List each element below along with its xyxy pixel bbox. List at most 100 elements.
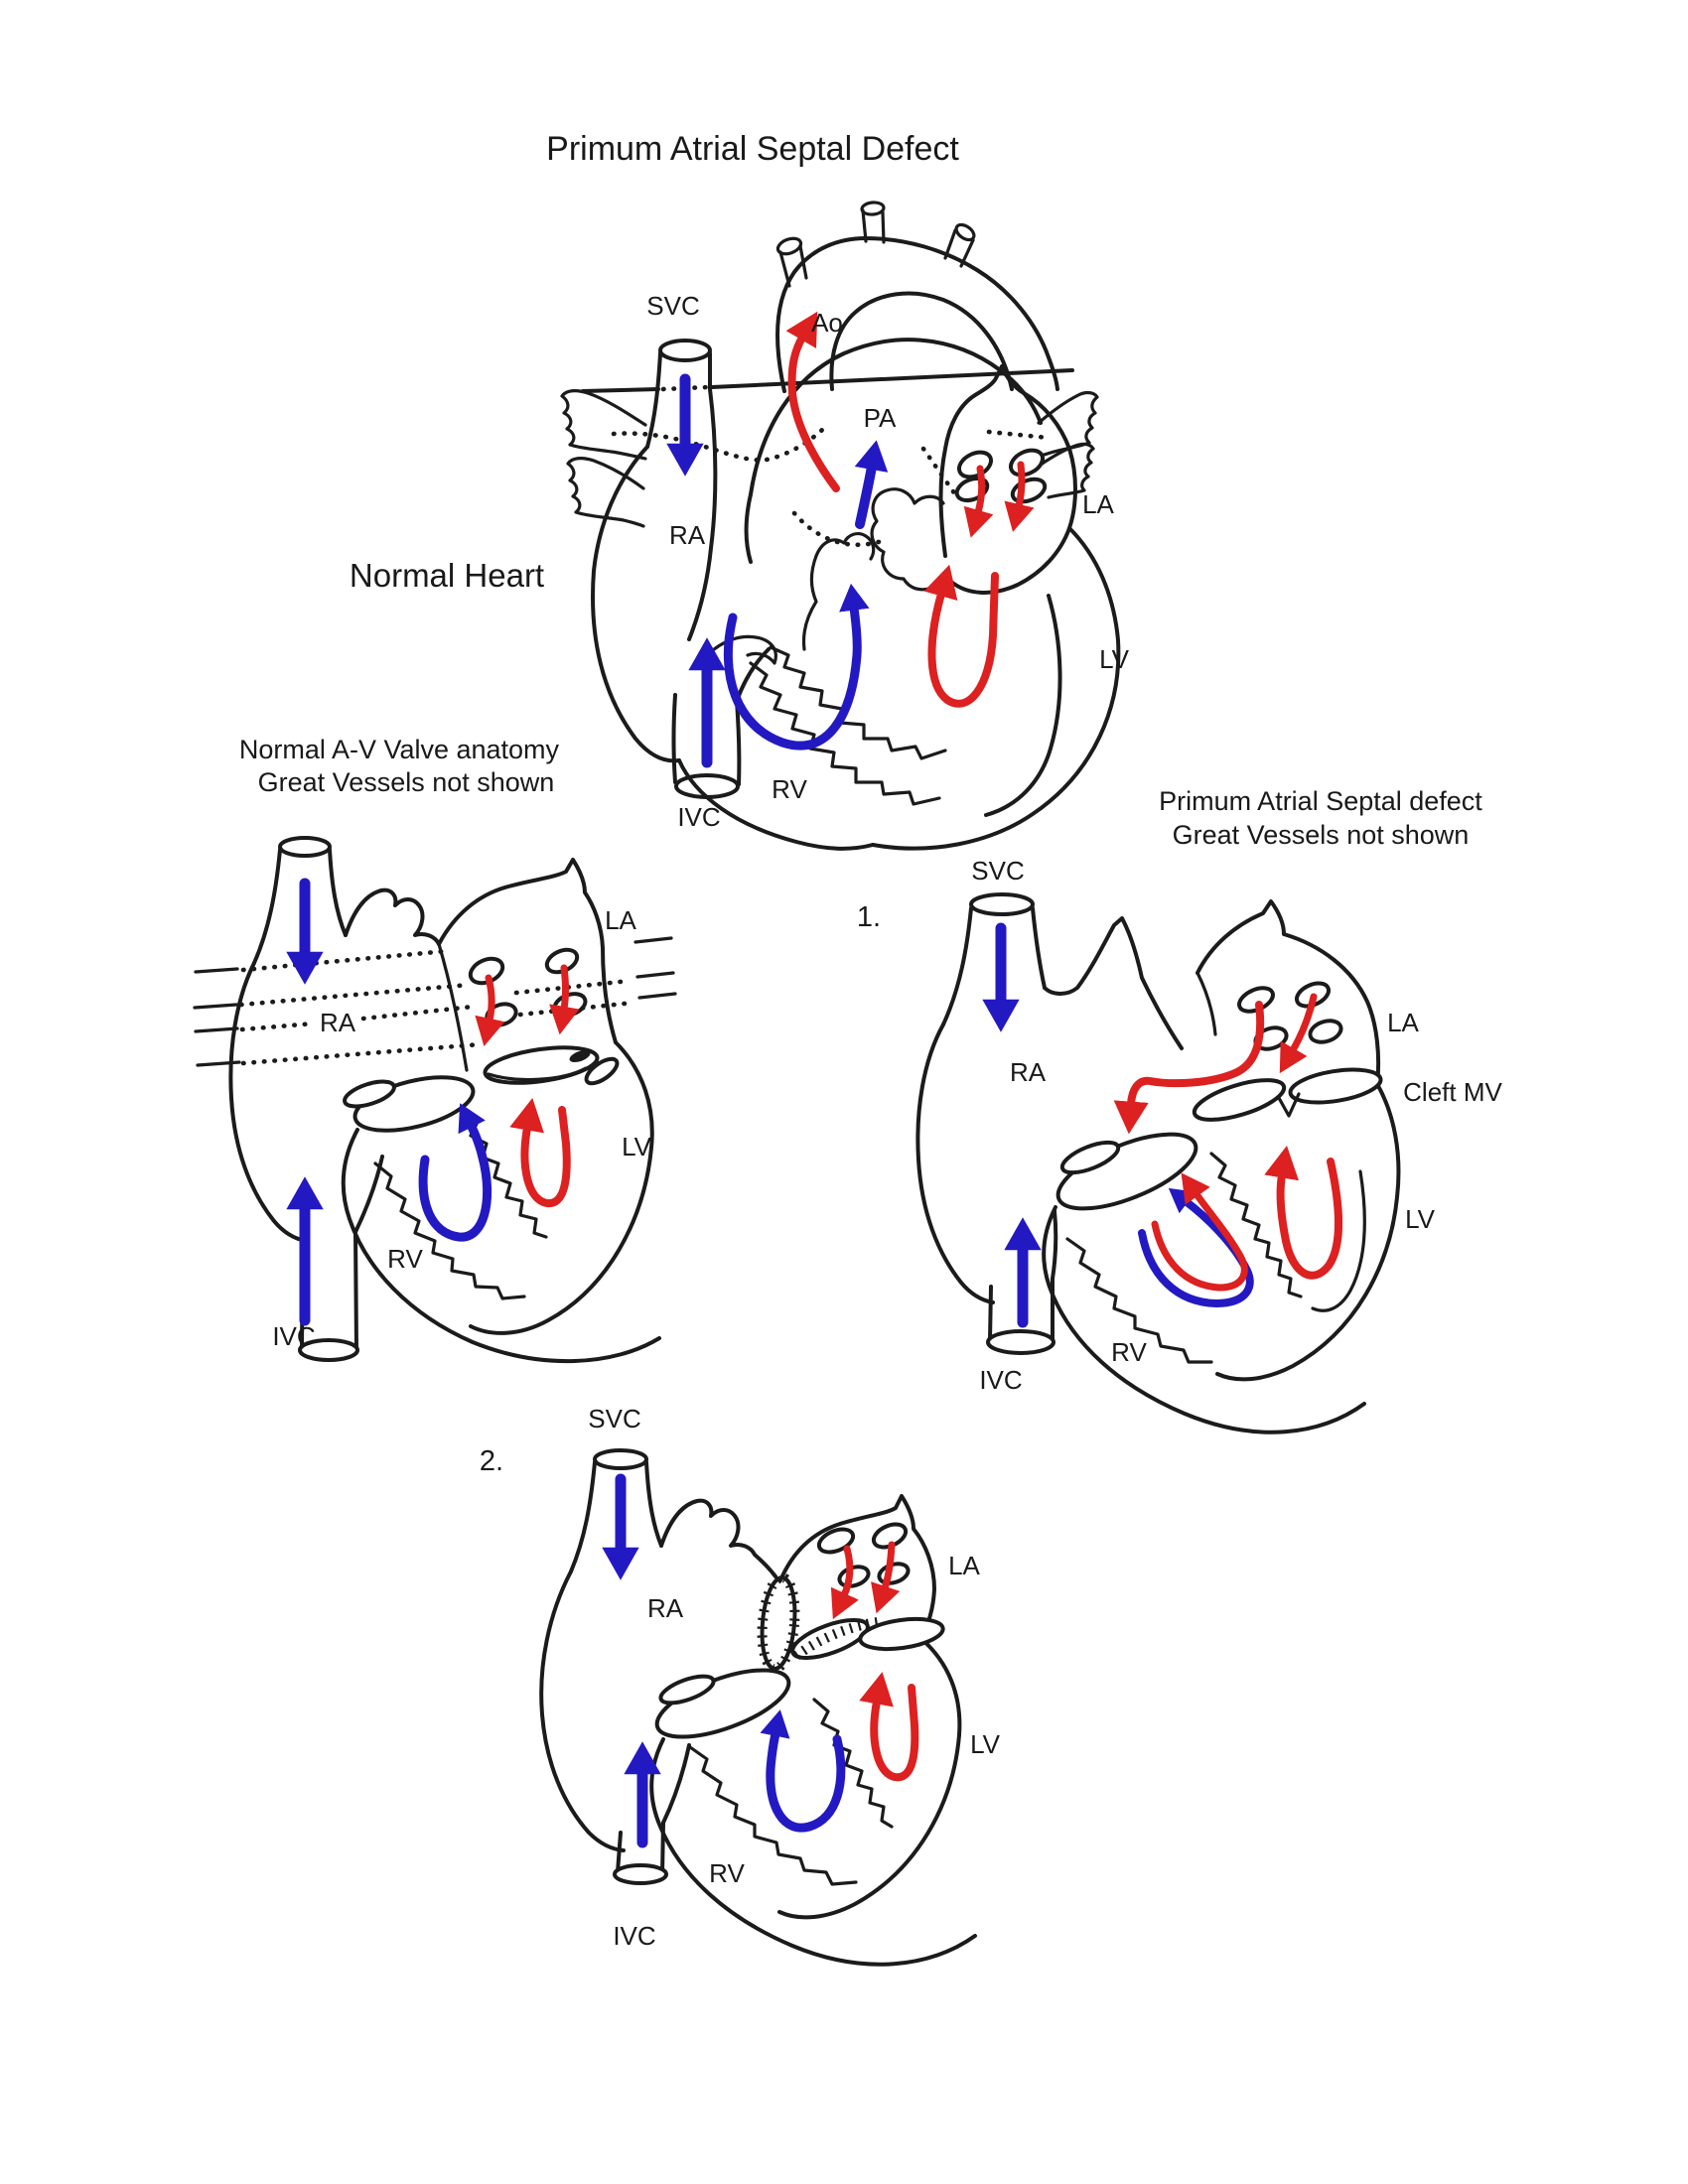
label-ivc: IVC [979, 1365, 1022, 1395]
mitral-commissure [569, 1049, 591, 1063]
step-number: 2. [480, 1445, 503, 1477]
step-number: 1. [857, 901, 881, 933]
label-ivc: IVC [272, 1321, 315, 1351]
la-inflow-arrow [475, 974, 505, 1047]
svc-opening [658, 339, 712, 362]
label-ra: RA [320, 1008, 356, 1037]
hidden-course-dotted [611, 427, 825, 463]
label-la: LA [605, 905, 636, 935]
label-rv: RV [1111, 1337, 1147, 1367]
mitral-valve [483, 1045, 600, 1085]
atrial-appendage-scallops [870, 487, 945, 592]
asd-la-edge [1196, 971, 1217, 1036]
label-lv: LV [970, 1729, 1001, 1759]
reflection-line [581, 387, 660, 393]
left-ventricle-outer-wall [1215, 1082, 1401, 1382]
ivc-opening [613, 1863, 668, 1885]
section-dotted-line [240, 1041, 484, 1066]
label-rv: RV [709, 1858, 745, 1888]
pulmonary-vein-ostium [552, 992, 588, 1018]
left-atrium-outline [1196, 899, 1381, 1086]
ra-to-rv-junction [353, 1155, 384, 1234]
la-inflow-arrow [549, 964, 580, 1035]
right-ventricle-outline [341, 1128, 661, 1364]
pa-flow-arrow [854, 440, 889, 529]
la-inflow-arrow [963, 465, 994, 538]
page-title: Primum Atrial Septal Defect [546, 130, 959, 168]
right-ventricle-outline [649, 1737, 977, 1967]
mitral-leaflet-left [1192, 1078, 1287, 1122]
lv-flow-arrow [509, 1098, 571, 1208]
la-inflow-arrow [1004, 461, 1035, 532]
tricuspid-leaflet [1059, 1140, 1121, 1175]
figure-normal-heart: SVC Ao PA RA LA LV RV IVC Normal Heart [350, 201, 1130, 851]
label-la: LA [1387, 1008, 1419, 1037]
rv-flow-arrow [760, 1709, 846, 1833]
arch-branch [943, 228, 975, 268]
svc-opening [593, 1448, 648, 1470]
ra-to-rv-junction [661, 1743, 691, 1825]
svc-opening [278, 836, 332, 858]
ivc-wall [988, 1277, 1055, 1344]
atrial-appendage [1043, 916, 1184, 1050]
mitral-leaflet [584, 1056, 620, 1086]
label-ra: RA [1010, 1057, 1047, 1087]
label-rv: RV [772, 774, 807, 804]
caption-line2: Great Vessels not shown [258, 767, 555, 797]
la-inflow-arrow [1279, 993, 1318, 1074]
svc-wall [645, 351, 712, 449]
svc-wall [941, 906, 1047, 1026]
arch-branch-cap [860, 201, 886, 216]
left-atrium-outline [938, 364, 1077, 595]
pulmonary-artery-left-edge [744, 492, 753, 564]
interatrial-junction [437, 942, 469, 1072]
pulmonary-vein-ostium [877, 1562, 911, 1585]
ivc-opening [986, 1329, 1055, 1355]
atrial-appendage [659, 1498, 777, 1578]
rv-wall-zigzag [373, 1161, 526, 1300]
figure-repaired: 2. SVC [480, 1404, 1001, 1967]
label-la: LA [1082, 489, 1114, 519]
figure-primum-defect: Primum Atrial Septal defect Great Vessel… [857, 786, 1502, 1434]
pulmonary-vein-ostium [837, 1565, 871, 1588]
pulmonary-vein-stub [560, 389, 647, 461]
label-ivc: IVC [677, 802, 720, 832]
pulmonary-vein-ostium [1308, 1019, 1343, 1044]
ivc-opening [674, 773, 740, 799]
mitral-leaflet-right [858, 1616, 945, 1652]
la-inflow-arrow [871, 1541, 901, 1614]
right-atrium-medial-wall [687, 387, 718, 641]
rv-wall-zigzag [1065, 1237, 1213, 1364]
cleft-repair-sutures [793, 1617, 879, 1661]
figure-av-valve-anatomy: Normal A-V Valve anatomy Great Vessels n… [193, 735, 677, 1364]
caption-line1: Normal A-V Valve anatomy [239, 735, 560, 764]
pulmonary-vein-ostium [1010, 477, 1048, 504]
cut-vessel-stub [633, 936, 677, 1000]
arch-branch-cap [954, 222, 976, 242]
lv-flow-arrow [923, 564, 999, 708]
pulmonary-vein-ostium [1008, 448, 1046, 478]
arch-branch-cap [775, 236, 803, 256]
atrial-appendage [344, 887, 441, 946]
label-lv: LV [622, 1132, 652, 1161]
tricuspid-leaflet [343, 1079, 396, 1109]
left-atrium-outline [778, 1494, 936, 1640]
section-dotted-line [240, 948, 450, 973]
section-dotted-line [513, 978, 636, 1018]
label-pa: PA [864, 403, 897, 433]
shunt-arrow-la-to-ra [1113, 1001, 1265, 1135]
aortic-arch-inner [829, 291, 1014, 391]
pulmonary-vein-stub [566, 457, 645, 528]
lv-flow-arrow [1264, 1146, 1342, 1280]
caption-line1: Primum Atrial Septal defect [1159, 786, 1482, 816]
label-lv: LV [1405, 1204, 1436, 1234]
rv-inflow-curve [801, 554, 818, 651]
label-lv: LV [1099, 644, 1130, 674]
septum-zigzag [749, 661, 941, 806]
arch-branch [778, 244, 808, 288]
left-ventricle-outer-wall [469, 1040, 654, 1335]
caption-line2: Great Vessels not shown [1173, 820, 1470, 850]
label-svc: SVC [588, 1404, 640, 1433]
